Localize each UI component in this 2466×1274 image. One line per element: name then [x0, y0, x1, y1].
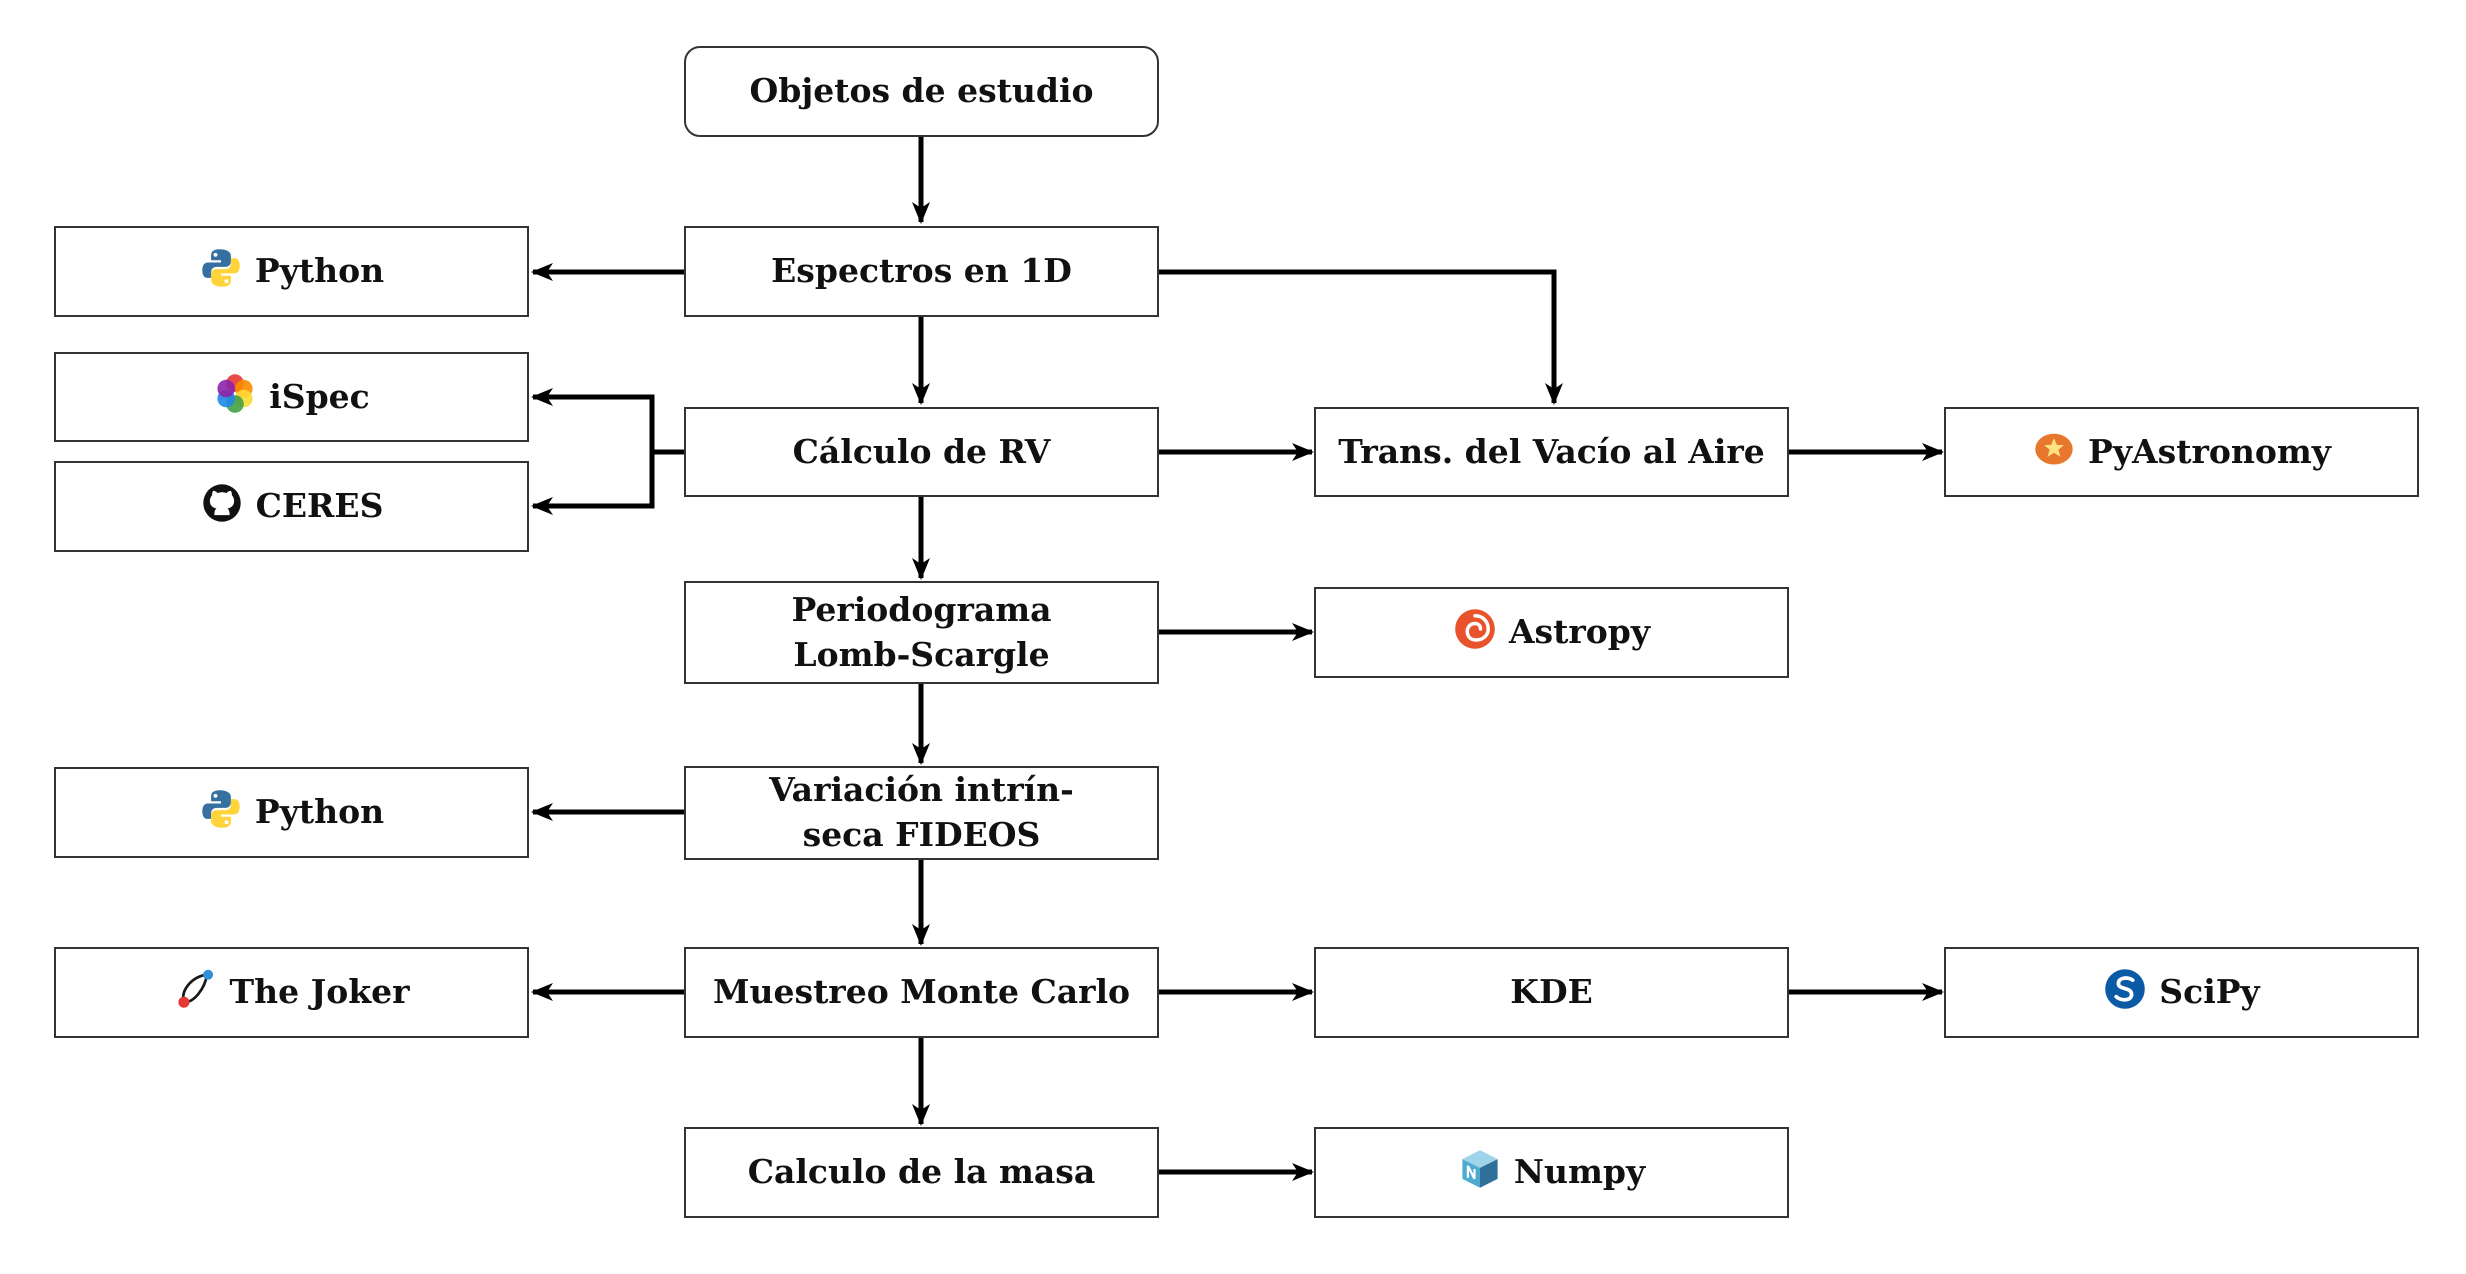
python-icon [199, 787, 243, 831]
node-label: Calculo de la masa [747, 1152, 1096, 1192]
tool-label: Python [254, 792, 385, 832]
node-label: Espectros en 1D [771, 251, 1072, 291]
node-label: KDE [1510, 972, 1593, 1012]
node-kde: KDE [1314, 947, 1789, 1038]
tool-ceres: CERES [54, 461, 529, 552]
pyastronomy-icon [2032, 426, 2076, 470]
tool-label: The Joker [229, 972, 410, 1012]
arrow-rv-ispec [531, 388, 684, 455]
github-icon [200, 481, 244, 525]
node-espectros-1d: Espectros en 1D [684, 226, 1159, 317]
node-label: Trans. del Vacío al Aire [1338, 431, 1765, 471]
node-objetos-de-estudio: Objetos de estudio [684, 46, 1159, 137]
node-label: Variación intrín-seca FIDEOS [769, 770, 1074, 854]
ispec-icon [213, 371, 257, 415]
tool-numpy: Numpy [1314, 1127, 1789, 1218]
tool-label: iSpec [269, 376, 370, 416]
node-trans-vacio-aire: Trans. del Vacío al Aire [1314, 407, 1789, 497]
the-joker-icon [174, 967, 218, 1011]
node-label: Objetos de estudio [749, 71, 1094, 111]
tool-label: PyAstronomy [2088, 431, 2331, 471]
tool-python-1: Python [54, 226, 529, 317]
tool-pyastronomy: PyAstronomy [1944, 407, 2419, 497]
tool-label: Python [254, 251, 385, 291]
arrow-espectros-trans [1159, 269, 1563, 405]
arrow-rv-ceres [531, 452, 655, 515]
scipy-icon [2103, 967, 2147, 1011]
python-icon [199, 246, 243, 290]
tool-ispec: iSpec [54, 352, 529, 442]
node-label: Cálculo de RV [792, 431, 1051, 471]
tool-label: CERES [255, 486, 384, 526]
tool-scipy: SciPy [1944, 947, 2419, 1038]
tool-astropy: Astropy [1314, 587, 1789, 678]
numpy-icon [1458, 1147, 1502, 1191]
node-muestreo-monte-carlo: Muestreo Monte Carlo [684, 947, 1159, 1038]
astropy-icon [1453, 607, 1497, 651]
tool-label: Astropy [1508, 612, 1651, 652]
node-calculo-masa: Calculo de la masa [684, 1127, 1159, 1218]
node-calculo-rv: Cálculo de RV [684, 407, 1159, 497]
node-variacion-intrinseca: Variación intrín-seca FIDEOS [684, 766, 1159, 860]
tool-python-2: Python [54, 767, 529, 858]
tool-label: SciPy [2159, 972, 2260, 1012]
node-label: Muestreo Monte Carlo [712, 972, 1131, 1012]
tool-the-joker: The Joker [54, 947, 529, 1038]
tool-label: Numpy [1513, 1152, 1646, 1192]
